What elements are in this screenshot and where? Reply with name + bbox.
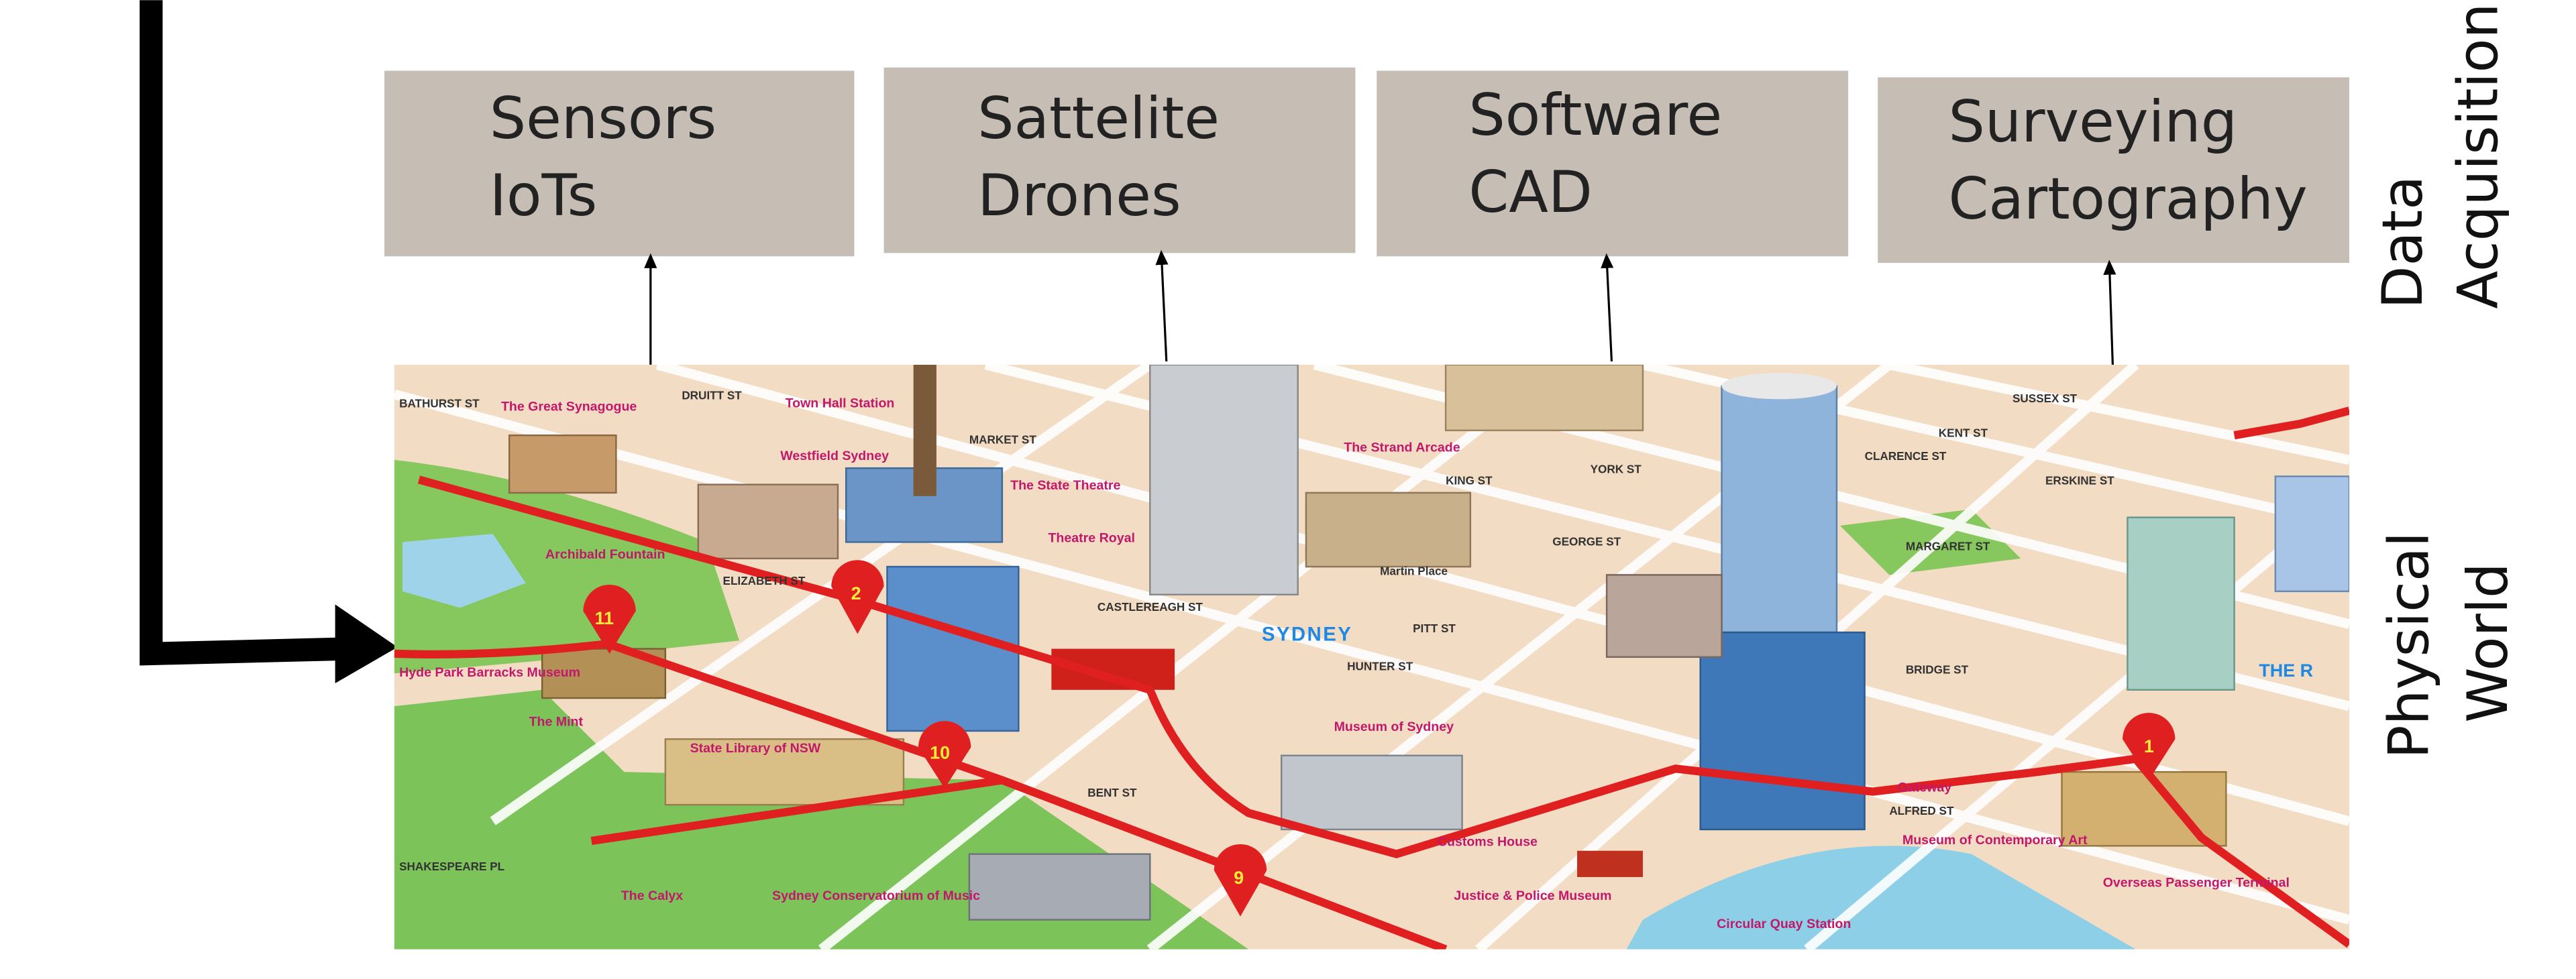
box-software-cad: Software CAD bbox=[1377, 70, 1849, 257]
svg-text:Martin Place: Martin Place bbox=[1380, 564, 1448, 577]
box-line: Sensors bbox=[490, 85, 716, 152]
feedback-arrow bbox=[140, 0, 398, 683]
svg-text:SHAKESPEARE PL: SHAKESPEARE PL bbox=[399, 860, 504, 873]
svg-text:Acquisition: Acquisition bbox=[2445, 3, 2510, 309]
svg-text:2: 2 bbox=[851, 583, 861, 603]
stop-pin-9: 9 bbox=[1214, 844, 1267, 917]
stop-pin-1: 1 bbox=[2123, 713, 2176, 781]
svg-text:DRUITT ST: DRUITT ST bbox=[682, 388, 742, 402]
svg-text:Gateway: Gateway bbox=[1898, 781, 1952, 795]
box-line: Sattelite bbox=[977, 85, 1220, 152]
svg-text:GEORGE ST: GEORGE ST bbox=[1552, 534, 1621, 548]
svg-text:Hyde Park Barracks Museum: Hyde Park Barracks Museum bbox=[399, 665, 580, 680]
svg-text:Town Hall Station: Town Hall Station bbox=[786, 396, 895, 411]
svg-text:The Great Synagogue: The Great Synagogue bbox=[501, 399, 637, 414]
svg-text:BENT ST: BENT ST bbox=[1087, 786, 1137, 799]
svg-text:The Calyx: The Calyx bbox=[621, 888, 684, 903]
box-line: Cartography bbox=[1948, 166, 2307, 233]
svg-text:YORK ST: YORK ST bbox=[1591, 463, 1642, 476]
box-line: Drones bbox=[977, 162, 1181, 229]
svg-text:Physical: Physical bbox=[2377, 532, 2442, 759]
street-labels: BATHURST ST DRUITT ST MARKET ST KING ST … bbox=[399, 388, 2114, 873]
box-line: Software bbox=[1468, 82, 1722, 149]
svg-text:ERSKINE ST: ERSKINE ST bbox=[2045, 474, 2114, 487]
svg-text:BRIDGE ST: BRIDGE ST bbox=[1906, 663, 1969, 676]
svg-text:World: World bbox=[2455, 563, 2520, 723]
svg-text:Westfield Sydney: Westfield Sydney bbox=[780, 449, 889, 463]
svg-text:11: 11 bbox=[595, 608, 614, 628]
svg-text:Sydney Conservatorium of Music: Sydney Conservatorium of Music bbox=[772, 888, 980, 903]
buildings bbox=[508, 364, 2350, 921]
box-sensors-iots: Sensors IoTs bbox=[384, 70, 855, 257]
svg-text:PITT ST: PITT ST bbox=[1413, 622, 1456, 635]
svg-text:The Mint: The Mint bbox=[529, 715, 584, 730]
svg-text:BATHURST ST: BATHURST ST bbox=[399, 397, 480, 410]
svg-text:Justice & Police Museum: Justice & Police Museum bbox=[1454, 888, 1611, 903]
stop-pin-10: 10 bbox=[918, 721, 971, 789]
svg-text:Museum of Contemporary Art: Museum of Contemporary Art bbox=[1902, 833, 2088, 848]
svg-text:ELIZABETH ST: ELIZABETH ST bbox=[723, 574, 806, 587]
svg-text:Customs House: Customs House bbox=[1438, 834, 1538, 849]
label-data-acquisition: Data Acquisition bbox=[2370, 3, 2511, 309]
stop-pins: 11 2 10 9 1 bbox=[583, 560, 2176, 917]
svg-text:Data: Data bbox=[2370, 176, 2435, 309]
stop-pin-2: 2 bbox=[831, 560, 884, 634]
svg-text:KING ST: KING ST bbox=[1446, 474, 1493, 487]
box-line: IoTs bbox=[490, 162, 598, 229]
stop-pin-11: 11 bbox=[583, 585, 636, 654]
svg-text:Overseas Passenger Terminal: Overseas Passenger Terminal bbox=[2103, 876, 2290, 890]
svg-text:THE R: THE R bbox=[2259, 660, 2313, 681]
svg-text:Theatre Royal: Theatre Royal bbox=[1048, 530, 1134, 545]
svg-text:State Library of NSW: State Library of NSW bbox=[690, 741, 821, 756]
svg-text:ALFRED ST: ALFRED ST bbox=[1889, 804, 1954, 817]
bus-route bbox=[394, 406, 2350, 949]
svg-text:10: 10 bbox=[930, 743, 950, 763]
city-label: SYDNEY bbox=[1262, 623, 1353, 645]
svg-text:HUNTER ST: HUNTER ST bbox=[1347, 659, 1413, 673]
landmark-labels: The Great Synagogue Town Hall Station We… bbox=[399, 396, 2313, 931]
box-satellite-drones: Sattelite Drones bbox=[883, 67, 1356, 253]
box-line: CAD bbox=[1468, 159, 1592, 226]
box-line: Surveying bbox=[1948, 89, 2237, 156]
svg-text:Circular Quay Station: Circular Quay Station bbox=[1717, 917, 1851, 931]
svg-text:CLARENCE ST: CLARENCE ST bbox=[1865, 449, 1947, 463]
svg-text:Museum of Sydney: Museum of Sydney bbox=[1334, 719, 1454, 734]
svg-text:9: 9 bbox=[1234, 868, 1244, 888]
svg-text:CASTLEREAGH ST: CASTLEREAGH ST bbox=[1097, 600, 1203, 614]
label-physical-world: Physical World bbox=[2377, 532, 2521, 759]
upload-arrows bbox=[644, 249, 2116, 365]
svg-text:Archibald Fountain: Archibald Fountain bbox=[545, 547, 665, 562]
city-map: 11 2 10 9 1 SYDNEY BATHURST ST DRUITT ST… bbox=[394, 364, 2350, 949]
svg-text:KENT ST: KENT ST bbox=[1939, 426, 1988, 440]
svg-text:SUSSEX ST: SUSSEX ST bbox=[2012, 392, 2078, 405]
svg-text:MARKET ST: MARKET ST bbox=[969, 433, 1036, 446]
box-surveying-cartography: Surveying Cartography bbox=[1878, 77, 2350, 264]
svg-text:The Strand Arcade: The Strand Arcade bbox=[1344, 441, 1460, 455]
svg-text:1: 1 bbox=[2144, 736, 2154, 756]
svg-text:The State Theatre: The State Theatre bbox=[1010, 478, 1120, 493]
svg-text:MARGARET ST: MARGARET ST bbox=[1906, 540, 1990, 553]
